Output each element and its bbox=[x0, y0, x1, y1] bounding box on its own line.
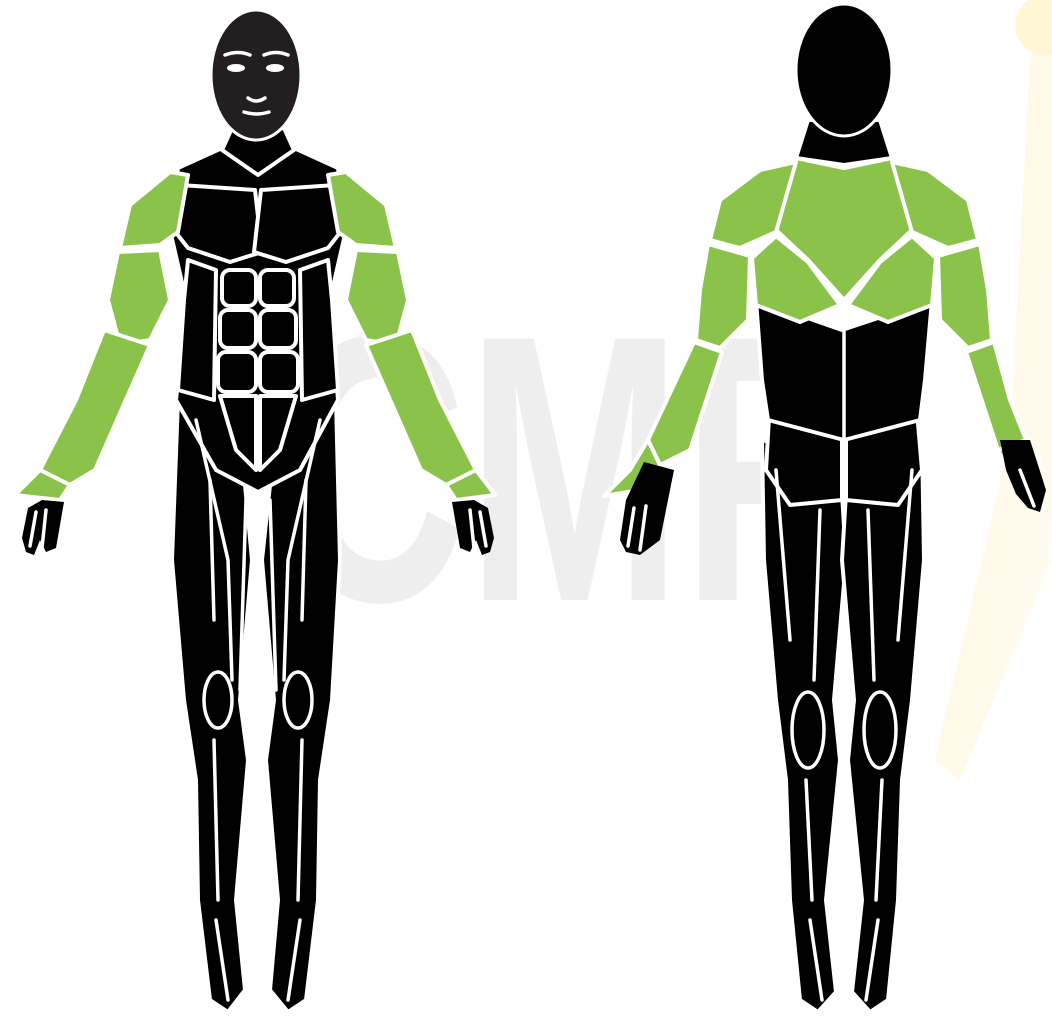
front-hand-left bbox=[22, 500, 64, 555]
accent-glow-dot bbox=[1015, 0, 1052, 55]
front-head bbox=[211, 10, 301, 140]
back-left-leg bbox=[762, 440, 846, 1012]
back-head bbox=[796, 4, 892, 136]
front-forearm-left bbox=[40, 330, 150, 485]
back-tricep-right bbox=[938, 244, 992, 348]
back-right-leg bbox=[842, 440, 924, 1012]
front-bicep-left bbox=[108, 250, 170, 345]
